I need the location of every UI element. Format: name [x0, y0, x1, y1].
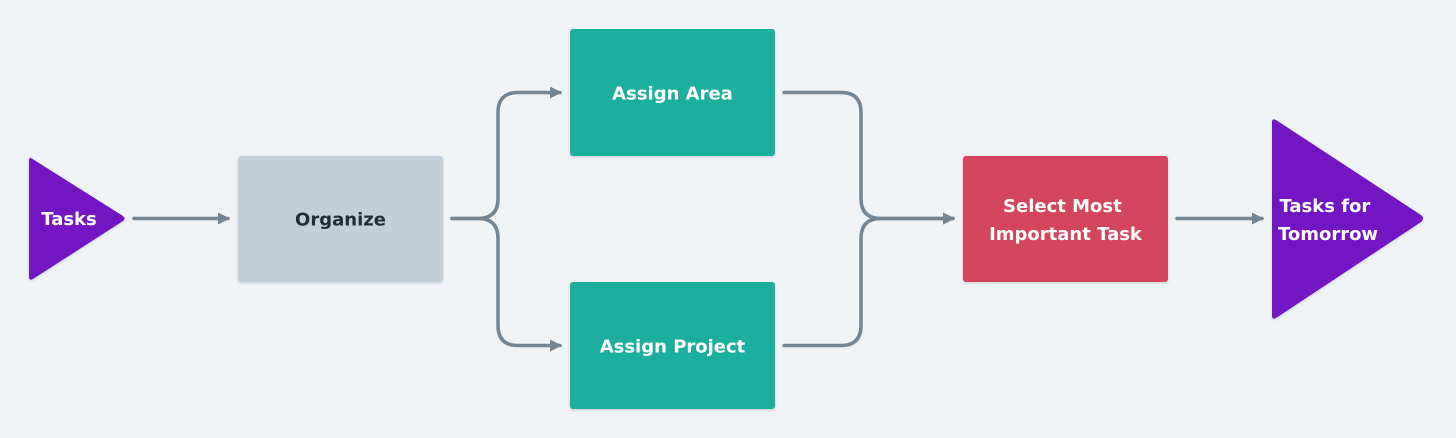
- node-organize-shape: [238, 156, 443, 282]
- node-tasks-label: Tasks: [41, 209, 97, 230]
- node-select-task-shape: [963, 156, 1168, 282]
- node-tomorrow-label-line-2: Tomorrow: [1278, 224, 1378, 245]
- node-assign-project: Assign Project: [570, 282, 775, 409]
- connector-assign-area-to-select-task: [782, 90, 955, 225]
- node-tomorrow: Tasks for Tomorrow: [1272, 119, 1423, 319]
- node-assign-area-shape: [570, 29, 775, 156]
- node-select-task-label-line-1: Select Most: [1003, 196, 1122, 217]
- node-assign-project-label: Assign Project: [600, 337, 746, 358]
- connector-organize-to-assign-area: [450, 86, 562, 221]
- node-assign-project-shape: [570, 282, 775, 409]
- node-tomorrow-shape: [1272, 119, 1423, 319]
- connector-organize-to-assign-project: [450, 216, 562, 352]
- node-tomorrow-label: Tasks for Tomorrow: [1278, 196, 1378, 245]
- node-organize: Organize: [238, 156, 443, 282]
- node-assign-area-label: Assign Area: [612, 84, 733, 105]
- node-select-task-label: Select Most Important Task: [989, 196, 1143, 245]
- node-assign-area: Assign Area: [570, 29, 775, 156]
- node-tomorrow-label-line-1: Tasks for: [1279, 196, 1370, 217]
- node-tasks: Tasks: [29, 157, 125, 280]
- node-select-task-label-line-2: Important Task: [989, 224, 1143, 245]
- node-tasks-shape: [29, 157, 125, 280]
- node-select-task: Select Most Important Task: [963, 156, 1168, 282]
- connectors: [132, 86, 1264, 352]
- node-organize-label: Organize: [295, 210, 386, 231]
- connector-assign-project-to-select-task: [782, 212, 955, 348]
